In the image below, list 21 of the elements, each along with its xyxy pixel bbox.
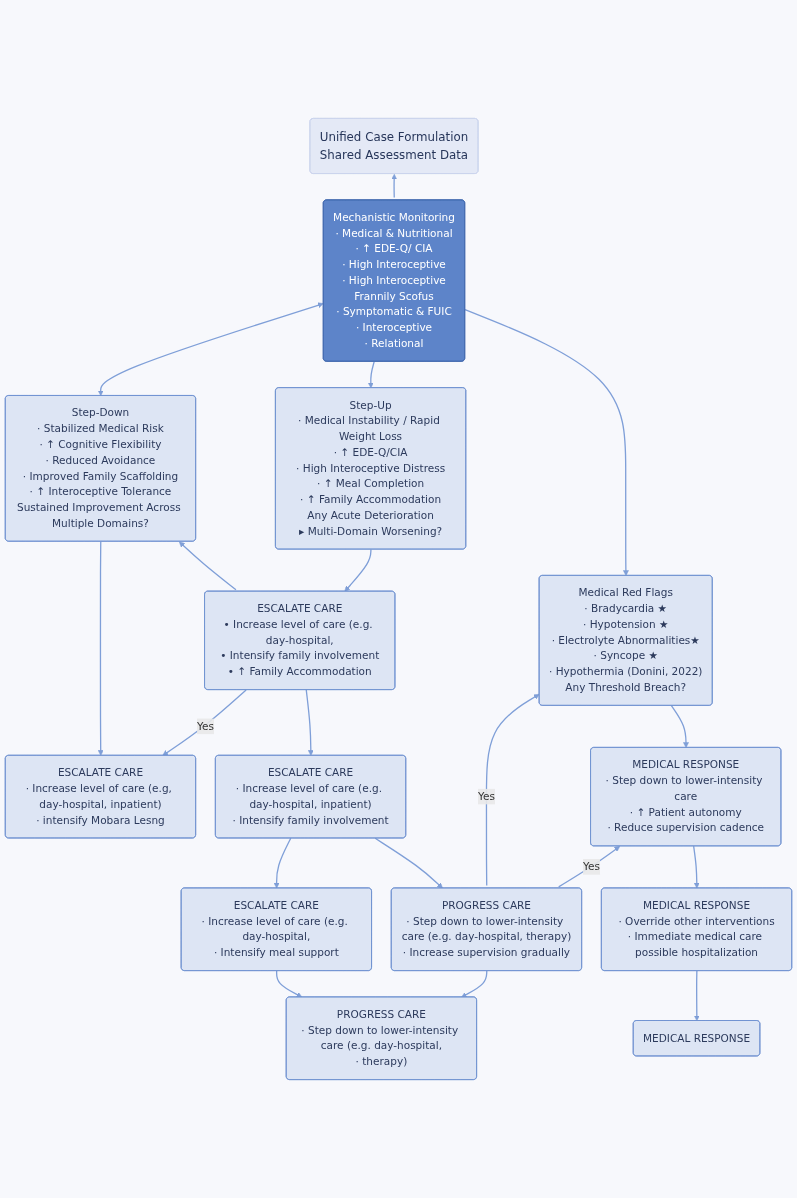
- arrow: [391, 173, 398, 199]
- arrow: [374, 837, 443, 889]
- arrow: [693, 845, 700, 889]
- arrow: [367, 361, 375, 389]
- arrow: [558, 846, 621, 888]
- arrow: [670, 705, 689, 748]
- arrow: [693, 970, 700, 1022]
- arrow: [305, 689, 314, 756]
- arrow: [461, 970, 488, 998]
- arrow: [162, 689, 247, 756]
- arrow: [273, 837, 292, 889]
- edge-label: Yes: [197, 719, 214, 733]
- arrow: [97, 302, 324, 397]
- arrow: [97, 540, 104, 756]
- arrow: [485, 694, 540, 887]
- arrow: [464, 308, 629, 576]
- edge-label: Yes: [477, 790, 495, 803]
- arrow: [275, 970, 303, 998]
- arrow: [344, 548, 372, 592]
- edge-label: Yes: [583, 860, 600, 873]
- arrow: [178, 541, 237, 591]
